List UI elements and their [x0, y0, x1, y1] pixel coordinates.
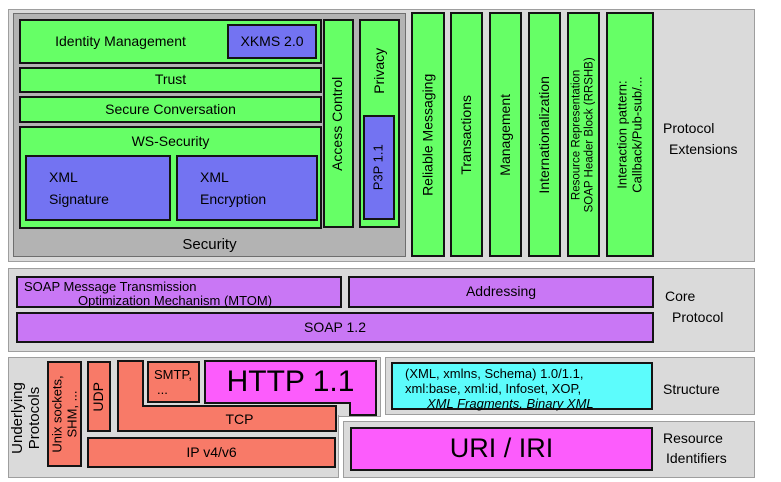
secure-conversation-box: Secure Conversation	[19, 96, 322, 123]
interaction-pattern-line2: Callback/Pub-sub/...	[629, 76, 644, 193]
ws-security-label: WS-Security	[131, 133, 210, 149]
internationalization-bar: Internationalization	[528, 12, 561, 257]
internationalization-label: Internationalization	[535, 75, 552, 194]
uri-label: URI / IRI	[449, 433, 554, 464]
xml-structure-line3: XML Fragments, Binary XML	[427, 396, 594, 411]
xml-structure-line2: xml:base, xml:id, Infoset, XOP,	[405, 381, 582, 396]
protocol-extensions-line1: Protocol	[663, 120, 715, 136]
secure-conversation-label: Secure Conversation	[105, 100, 236, 117]
tcp-label: TCP	[225, 410, 254, 427]
unix-sockets-line1: Unix sockets,	[49, 375, 65, 453]
management-bar: Management	[489, 12, 522, 257]
reliable-messaging-bar: Reliable Messaging	[411, 12, 445, 257]
smtp-box: SMTP, ...	[147, 361, 200, 403]
resource-identifiers-line1: Resource	[663, 430, 723, 446]
unix-sockets-line2: SHM, ...	[64, 390, 80, 438]
protocol-extensions-line2: Extensions	[669, 141, 738, 157]
access-control-bar: Access Control	[323, 19, 354, 228]
privacy-label: Privacy	[370, 48, 387, 94]
smtp-line1: SMTP,	[154, 367, 193, 382]
interaction-pattern-line1: Interaction pattern:	[614, 80, 630, 189]
unix-sockets-label: Unix sockets, SHM, ...	[50, 375, 80, 452]
addressing-label: Addressing	[465, 283, 537, 300]
transactions-label: Transactions	[457, 94, 474, 175]
ip-label: IP v4/v6	[186, 443, 237, 460]
http-label: HTTP 1.1	[226, 365, 355, 398]
xml-structure-line1: (XML, xmlns, Schema) 1.0/1.1,	[405, 366, 584, 381]
interaction-pattern-bar: Interaction pattern: Callback/Pub-sub/..…	[606, 12, 654, 257]
core-protocol-line2: Protocol	[672, 309, 724, 325]
security-panel-label: Security	[182, 235, 237, 253]
interaction-pattern-label: Interaction pattern: Callback/Pub-sub/..…	[614, 76, 644, 193]
reliable-messaging-label: Reliable Messaging	[419, 73, 436, 196]
p3p-label: P3P 1.1	[370, 144, 386, 191]
trust-box: Trust	[19, 67, 322, 93]
underlying-protocols-label: Underlying Protocols	[8, 357, 44, 478]
smtp-line2: ...	[157, 382, 168, 397]
structure-label: Structure	[663, 381, 720, 397]
rrshb-line1: Resource Representation	[570, 69, 583, 200]
underlying-protocols-line1: Underlying	[9, 381, 26, 454]
udp-bar: UDP	[87, 361, 111, 432]
xml-encryption-box: XML Encryption	[176, 155, 318, 221]
soap-box: SOAP 1.2	[16, 312, 654, 343]
rrshb-bar: Resource Representation SOAP Header Bloc…	[567, 12, 600, 257]
access-control-label: Access Control	[329, 76, 346, 171]
rrshb-line2: SOAP Header Block (RRSHB)	[583, 56, 596, 213]
xml-encryption-line1: XML	[200, 169, 229, 185]
xkms-label: XKMS 2.0	[240, 32, 304, 49]
protocol-extensions-label: Protocol Extensions	[663, 118, 755, 160]
ip-bar: IP v4/v6	[87, 437, 336, 468]
addressing-box: Addressing	[348, 276, 654, 308]
mtom-box: SOAP Message Transmission Optimization M…	[16, 276, 342, 308]
mtom-line2: Optimization Mechanism (MTOM)	[78, 293, 273, 308]
management-label: Management	[496, 93, 513, 176]
rrshb-label: Resource Representation SOAP Header Bloc…	[571, 57, 597, 212]
core-protocol-line1: Core	[665, 288, 696, 304]
trust-label: Trust	[154, 71, 187, 88]
resource-identifiers-line2: Identifiers	[666, 450, 727, 466]
uri-box: URI / IRI	[350, 427, 653, 471]
soap-label: SOAP 1.2	[303, 318, 366, 335]
underlying-protocols-line2: Protocols	[26, 386, 43, 449]
udp-label: UDP	[90, 381, 107, 412]
core-protocol-label: Core Protocol	[665, 286, 755, 328]
xml-signature-line2: Signature	[49, 191, 109, 207]
xml-signature-line1: XML	[49, 169, 78, 185]
mtom-line1: SOAP Message Transmission	[24, 279, 197, 294]
xml-structure-box: (XML, xmlns, Schema) 1.0/1.1, xml:base, …	[391, 362, 653, 411]
xkms-box: XKMS 2.0	[227, 24, 317, 59]
p3p-box: P3P 1.1	[363, 115, 395, 220]
unix-sockets-bar: Unix sockets, SHM, ...	[47, 361, 82, 467]
resource-identifiers-label: Resource Identifiers	[663, 428, 755, 468]
identity-management-label: Identity Management	[55, 32, 186, 49]
xml-signature-box: XML Signature	[25, 155, 171, 221]
transactions-bar: Transactions	[450, 12, 483, 257]
xml-encryption-line2: Encryption	[200, 191, 267, 207]
